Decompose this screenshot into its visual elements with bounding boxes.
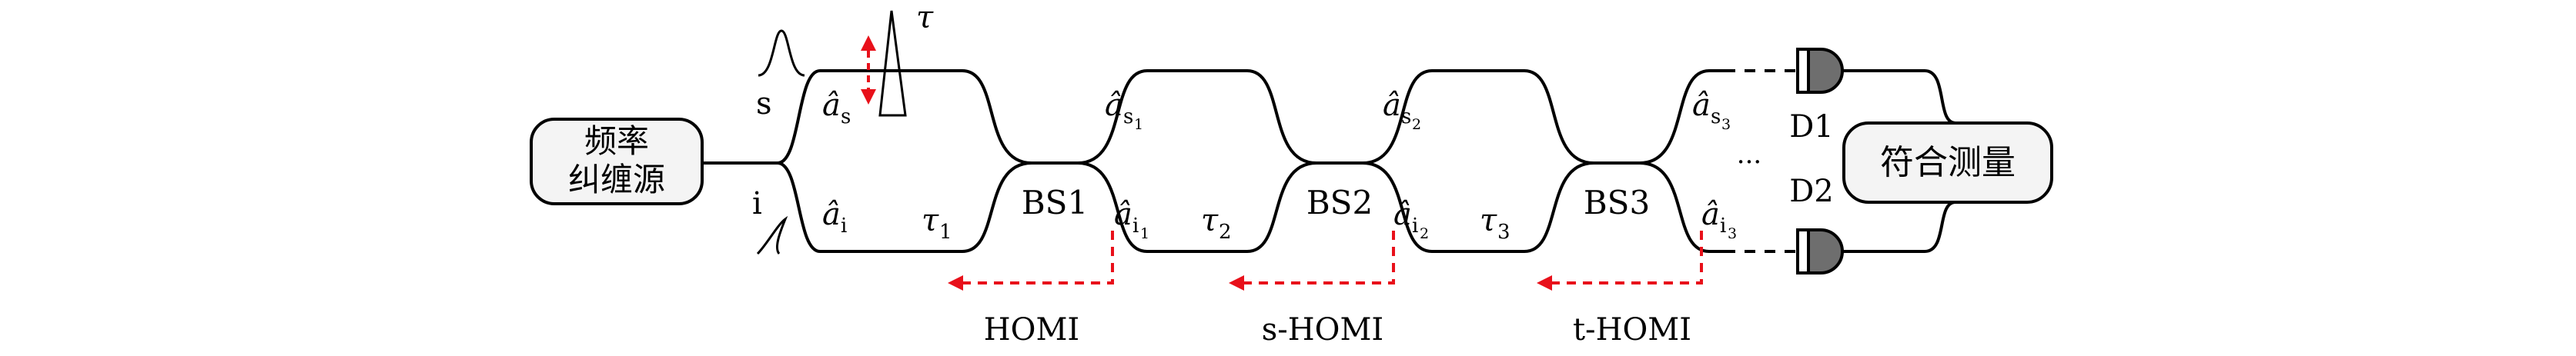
tau2-subscript: 2 — [1219, 221, 1232, 244]
a-s2-subsub: 2 — [1412, 116, 1421, 133]
idler-pulse-icon — [756, 215, 788, 255]
a-s3-subsub: 3 — [1721, 116, 1731, 133]
idler-label: i — [752, 186, 762, 221]
tau1-subscript: 1 — [939, 221, 952, 244]
detector-d1 — [1796, 48, 1844, 94]
homi-arrow — [948, 231, 1114, 291]
t-homi-label: t-HOMI — [1573, 312, 1691, 348]
mode-label-a-i1: â i 1 — [1114, 197, 1149, 242]
tau-label: τ — [916, 0, 934, 35]
bs2-label: BS2 — [1306, 184, 1373, 221]
bs1-label: BS1 — [1022, 184, 1088, 221]
tau2-symbol: τ — [1201, 203, 1219, 238]
signal-pulse-icon — [758, 29, 805, 77]
mode-label-a-s: â s — [822, 88, 851, 128]
bs1-top — [962, 69, 1148, 165]
a-i3-base: â — [1701, 197, 1720, 232]
a-i1-subsub: 1 — [1140, 225, 1149, 242]
signal-label: s — [756, 86, 772, 121]
a-s3-sub: s — [1711, 105, 1721, 128]
idler-arm-in — [777, 161, 821, 253]
source-label-line1: 频率 — [584, 122, 649, 160]
entangled-source-box: 频率 纠缠源 — [530, 118, 704, 205]
a-i2-base: â — [1393, 197, 1412, 232]
source-label-line2: 纠缠源 — [568, 161, 665, 198]
coincidence-measurement-box: 符合测量 — [1842, 121, 2053, 204]
a-i3-sub: i — [1720, 215, 1726, 238]
a-i1-sub: i — [1132, 215, 1139, 238]
mode-label-a-i2: â i 2 — [1393, 197, 1429, 242]
bs2-bottom — [1246, 161, 1433, 253]
ellipsis: ··· — [1737, 147, 1761, 178]
tau3-symbol: τ — [1480, 203, 1497, 238]
detector-d2 — [1796, 228, 1844, 274]
bs1-bottom — [962, 161, 1148, 253]
tau-symbol: τ — [916, 0, 934, 35]
a-s2-base: â — [1383, 88, 1401, 123]
bs2-top — [1246, 69, 1433, 165]
a-s1-sub: s — [1123, 105, 1133, 128]
a-i2-sub: i — [1412, 215, 1418, 238]
free-space-paths — [1725, 69, 1798, 253]
a-s2-sub: s — [1401, 105, 1411, 128]
tau3-label: τ 3 — [1480, 203, 1510, 244]
a-s1-subsub: 1 — [1134, 116, 1143, 133]
homi-label: HOMI — [984, 312, 1079, 348]
a-s3-base: â — [1692, 88, 1711, 123]
mode-label-a-i3: â i 3 — [1701, 197, 1737, 242]
a-i1-base: â — [1114, 197, 1132, 232]
a-s-base: â — [822, 88, 841, 123]
d1-label: D1 — [1789, 109, 1834, 145]
t-homi-arrow — [1537, 231, 1703, 291]
s-homi-arrow — [1229, 231, 1395, 291]
a-i-sub: i — [841, 215, 847, 238]
mode-label-a-s2: â s 2 — [1383, 88, 1421, 133]
tau1-symbol: τ — [922, 203, 939, 238]
coincidence-label: 符合测量 — [1880, 143, 2016, 182]
a-i2-subsub: 2 — [1420, 225, 1429, 242]
tau3-subscript: 3 — [1497, 221, 1510, 244]
waveguide-paths — [702, 69, 1725, 253]
coincidence-wires — [1842, 69, 1956, 253]
a-i3-subsub: 3 — [1728, 225, 1737, 242]
tau2-label: τ 2 — [1201, 203, 1232, 244]
a-s-sub: s — [841, 105, 851, 128]
s-homi-label: s-HOMI — [1262, 312, 1383, 348]
tau1-label: τ 1 — [922, 203, 952, 244]
bs3-top — [1524, 69, 1710, 165]
delay-wedge — [878, 10, 907, 117]
a-i-base: â — [822, 197, 841, 232]
a-s1-base: â — [1105, 88, 1123, 123]
mode-label-a-s1: â s 1 — [1105, 88, 1143, 133]
mode-label-a-s3: â s 3 — [1692, 88, 1731, 133]
d2-label: D2 — [1789, 174, 1834, 209]
bs3-bottom — [1524, 161, 1710, 253]
bs3-label: BS3 — [1584, 184, 1650, 221]
signal-arm-in — [777, 69, 821, 165]
homi-markers — [948, 231, 1703, 291]
mode-label-a-i: â i — [822, 197, 847, 238]
